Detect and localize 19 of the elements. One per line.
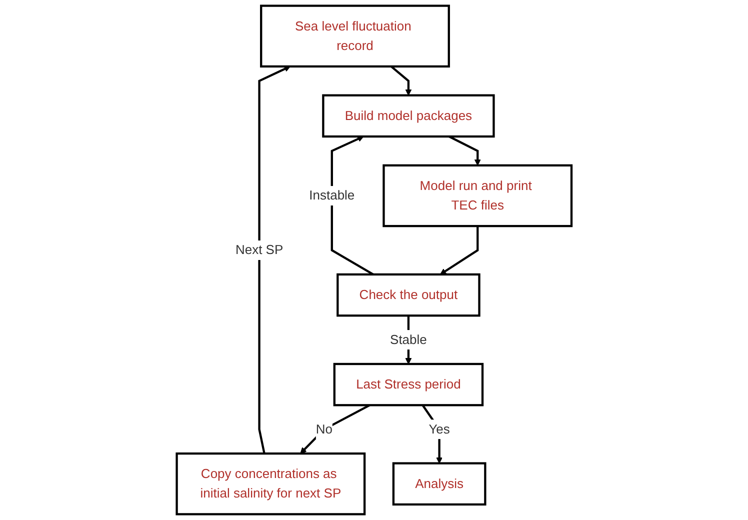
node-box: Copy concentrations as initial salinity for next SP bbox=[176, 452, 366, 516]
edge-label: Instable bbox=[308, 188, 355, 203]
edge-label: No bbox=[316, 422, 332, 436]
node-box: Last Stress period bbox=[333, 362, 484, 406]
arrow bbox=[448, 136, 481, 166]
arrow bbox=[258, 66, 290, 454]
node-box: Model run and print TEC files bbox=[382, 164, 572, 228]
node-box: Analysis bbox=[392, 462, 486, 506]
arrow bbox=[390, 66, 412, 96]
edge-label: Stable bbox=[390, 332, 427, 347]
arrow bbox=[422, 404, 442, 464]
arrow bbox=[440, 226, 479, 275]
node-box: Sea level fluctuation record bbox=[260, 4, 450, 68]
arrow bbox=[330, 136, 374, 276]
node-box: Check the output bbox=[336, 273, 480, 317]
arrow bbox=[300, 404, 370, 454]
edge-label: Yes bbox=[428, 422, 450, 436]
edge-label: Next SP bbox=[235, 242, 283, 258]
node-box: Build model packages bbox=[322, 94, 495, 138]
